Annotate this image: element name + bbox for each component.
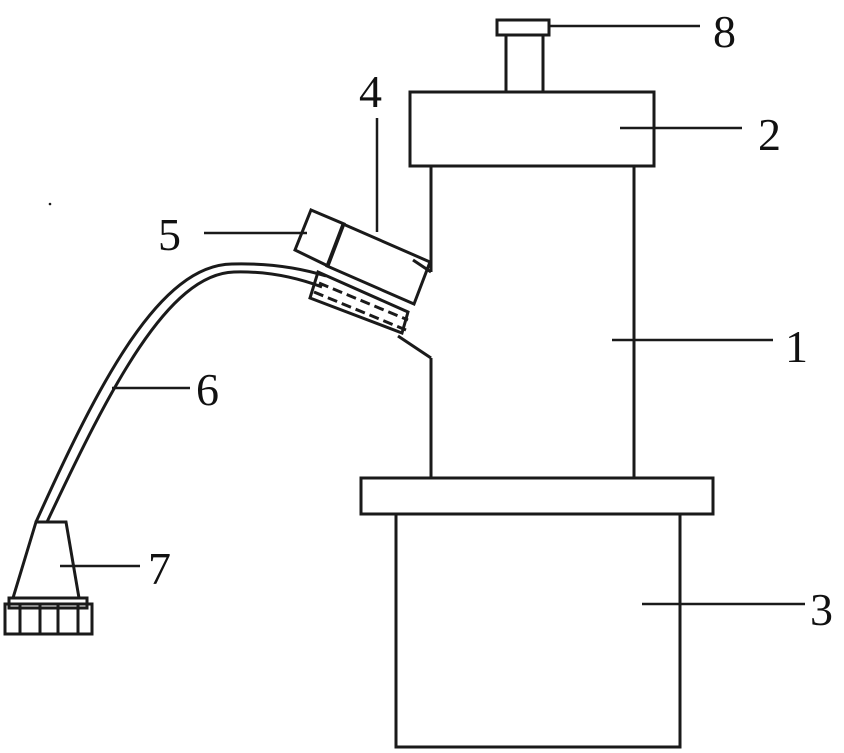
main-body xyxy=(429,166,636,478)
flexible-hose xyxy=(34,262,327,523)
label-1: 1 xyxy=(785,321,808,372)
base-flange xyxy=(359,476,715,516)
base-container xyxy=(394,512,682,749)
label-3: 3 xyxy=(810,584,833,635)
label-5: 5 xyxy=(158,209,181,260)
angled-connector xyxy=(313,221,432,360)
nozzle-adapter xyxy=(3,520,94,636)
outer-connector-ring xyxy=(293,208,346,269)
label-7: 7 xyxy=(148,543,171,594)
leader-lines xyxy=(60,24,805,606)
top-cap xyxy=(408,90,656,168)
label-8: 8 xyxy=(713,6,736,57)
connector-inner-tube xyxy=(308,269,410,335)
top-knob xyxy=(495,18,551,92)
stray-mark xyxy=(48,202,52,206)
label-4: 4 xyxy=(359,66,382,117)
label-2: 2 xyxy=(758,109,781,160)
label-6: 6 xyxy=(196,364,219,415)
